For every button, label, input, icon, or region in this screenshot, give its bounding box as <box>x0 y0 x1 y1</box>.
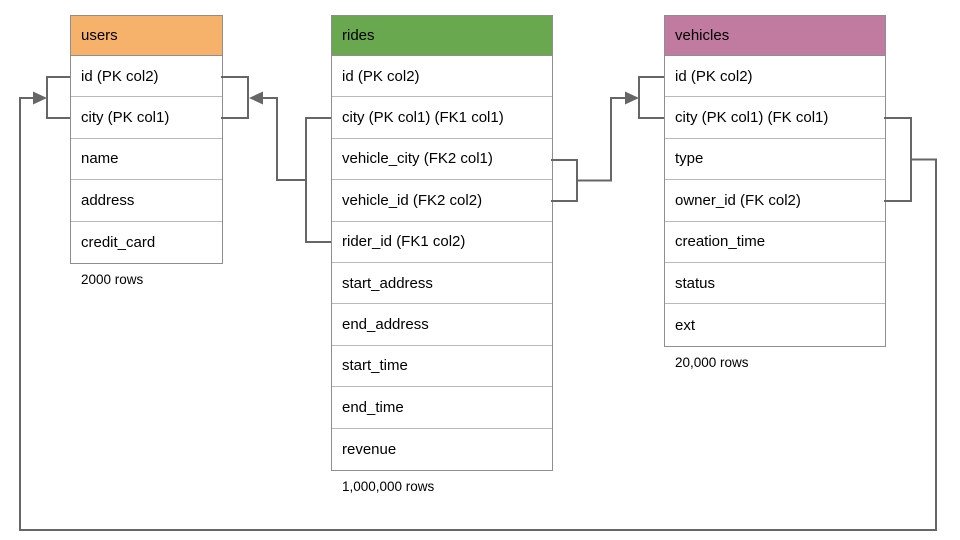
table-users-rowcount: 2000 rows <box>81 271 144 287</box>
table-column-row: start_time <box>332 345 552 388</box>
vehicles-to-users-arrowhead <box>33 91 47 105</box>
table-rides: rides id (PK col2)city (PK col1) (FK1 co… <box>331 15 553 494</box>
table-column-row: end_time <box>332 387 552 429</box>
table-vehicles-columns: id (PK col2)city (PK col1) (FK col1)type… <box>665 56 885 346</box>
table-column-row: end_address <box>332 304 552 346</box>
table-rides-title: rides <box>342 27 375 44</box>
table-column-row: status <box>665 262 885 305</box>
table-column-row: city (PK col1) (FK1 col1) <box>332 97 552 139</box>
table-column-row: id (PK col2) <box>665 56 885 98</box>
table-vehicles-title: vehicles <box>675 27 730 44</box>
fk1-connector-line <box>263 97 306 181</box>
table-column-row: type <box>665 138 885 181</box>
rides-right-fk2-bracket <box>551 159 578 202</box>
table-column-row: vehicle_city (FK2 col1) <box>332 138 552 181</box>
table-column-row: owner_id (FK col2) <box>665 180 885 222</box>
table-users-header: users <box>71 16 222 56</box>
fk1-arrowhead <box>249 91 263 105</box>
vehicles-right-fk-bracket <box>884 117 912 202</box>
table-rides-rowcount: 1,000,000 rows <box>342 478 435 494</box>
rides-left-fk1-bracket <box>305 117 331 243</box>
users-left-pk-bracket <box>46 76 70 119</box>
table-column-row: revenue <box>332 428 552 470</box>
table-column-row: city (PK col1) (FK col1) <box>665 97 885 139</box>
table-users-title: users <box>81 27 118 44</box>
table-rides-columns: id (PK col2)city (PK col1) (FK1 col1)veh… <box>332 56 552 470</box>
table-column-row: credit_card <box>71 221 222 263</box>
table-column-row: creation_time <box>665 221 885 263</box>
table-column-row: ext <box>665 304 885 346</box>
table-column-row: rider_id (FK1 col2) <box>332 221 552 263</box>
table-vehicles: vehicles id (PK col2)city (PK col1) (FK … <box>664 15 886 370</box>
table-column-row: address <box>71 180 222 222</box>
table-vehicles-header: vehicles <box>665 16 885 56</box>
table-column-row: id (PK col2) <box>71 56 222 98</box>
table-column-row: name <box>71 138 222 181</box>
fk2-arrowhead <box>625 91 639 105</box>
table-column-row: start_address <box>332 262 552 305</box>
vehicles-left-pk-bracket <box>638 76 664 119</box>
users-right-pk-bracket <box>221 76 249 119</box>
table-column-row: id (PK col2) <box>332 56 552 98</box>
table-rides-header: rides <box>332 16 552 56</box>
fk2-connector-line <box>577 97 625 182</box>
table-column-row: vehicle_id (FK2 col2) <box>332 180 552 222</box>
table-column-row: city (PK col1) <box>71 97 222 139</box>
table-vehicles-rowcount: 20,000 rows <box>675 354 749 370</box>
